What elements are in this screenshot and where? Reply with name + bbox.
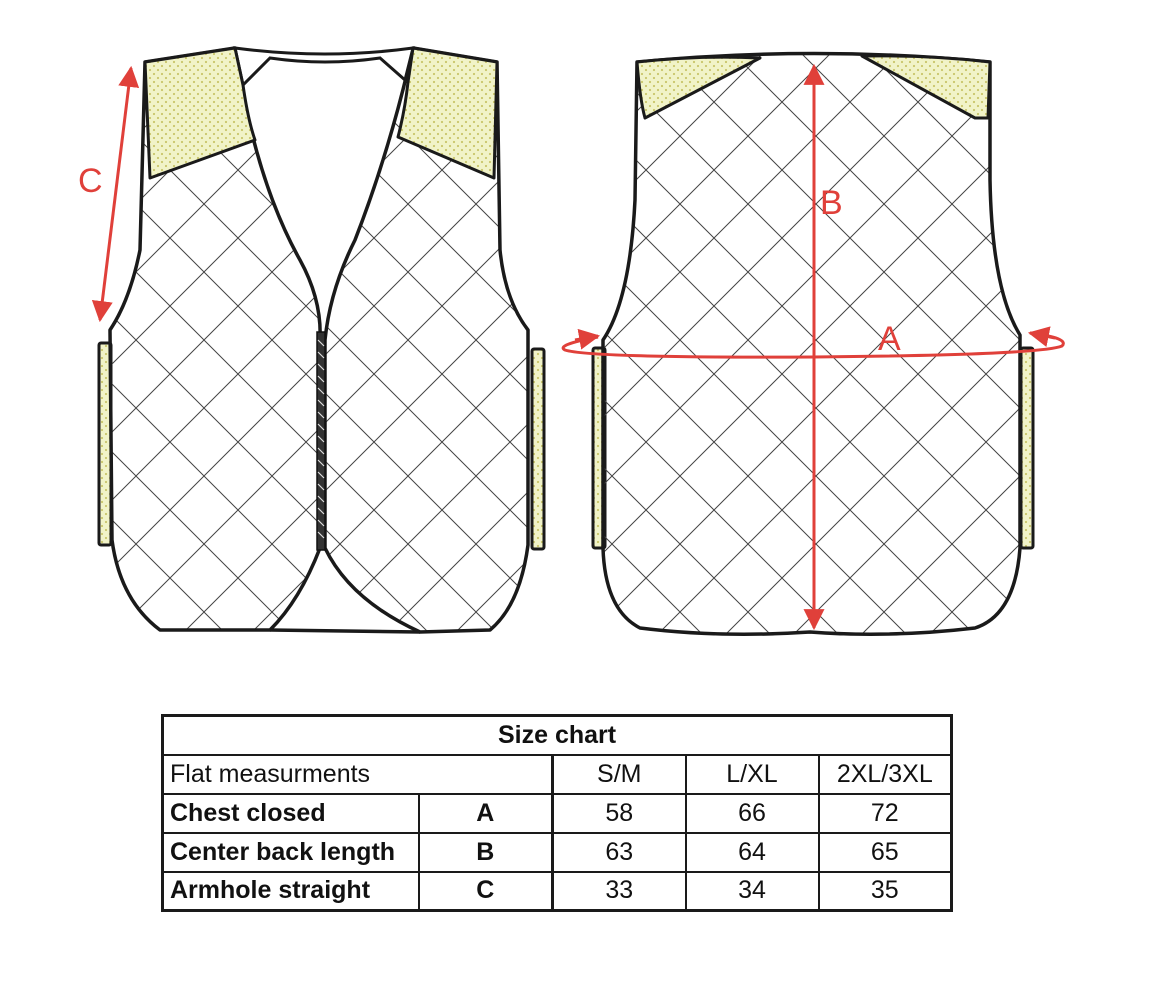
- size-header: S/M: [551, 753, 687, 795]
- label-a: A: [878, 320, 901, 358]
- measurement-name: Center back length: [161, 831, 420, 873]
- label-c: C: [78, 162, 103, 200]
- front-right-panel: [323, 46, 530, 634]
- table-row: Chest closed A 58 66 72: [161, 792, 954, 834]
- measure-armhole: C: [78, 65, 140, 323]
- measurement-value: 33: [551, 870, 687, 912]
- table-header-row: Flat measurments S/M L/XL 2XL/3XL: [161, 753, 954, 795]
- front-back-neck: [233, 46, 415, 89]
- back-left-yoke: [635, 55, 762, 120]
- measurement-value: 72: [817, 792, 954, 834]
- measurement-value: 34: [684, 870, 820, 912]
- table-row: Center back length B 63 64 65: [161, 831, 954, 873]
- front-left-shoulder-pad: [143, 46, 257, 180]
- measurement-value: 63: [551, 831, 687, 873]
- table-row: Armhole straight C 33 34 35: [161, 870, 954, 912]
- front-right-side-panel: [530, 347, 546, 551]
- measurement-value: 35: [817, 870, 954, 912]
- measurement-name: Armhole straight: [161, 870, 420, 912]
- measurement-code: C: [417, 870, 554, 912]
- measure-center-back: B: [803, 63, 843, 631]
- back-right-side-panel: [1019, 346, 1035, 550]
- flat-measurements-label: Flat measurments: [161, 753, 554, 795]
- vest-diagram: C B A: [78, 46, 1065, 636]
- measurement-code: A: [417, 792, 554, 834]
- size-header: 2XL/3XL: [817, 753, 954, 795]
- front-zipper: [316, 331, 326, 551]
- measurement-value: 66: [684, 792, 820, 834]
- back-right-yoke: [860, 54, 992, 120]
- measurement-name: Chest closed: [161, 792, 420, 834]
- label-b: B: [820, 184, 843, 222]
- measurement-value: 64: [684, 831, 820, 873]
- measurement-value: 65: [817, 831, 954, 873]
- front-left-panel: [108, 46, 322, 632]
- front-right-shoulder-pad: [396, 46, 499, 180]
- size-header: L/XL: [684, 753, 820, 795]
- measure-chest: A: [561, 320, 1065, 359]
- size-chart-table: Size chart Flat measurments S/M L/XL 2XL…: [160, 714, 954, 912]
- measurement-value: 58: [551, 792, 687, 834]
- size-chart-title: Size chart: [160, 714, 954, 756]
- vest-front: [97, 46, 546, 634]
- back-body: [601, 51, 1022, 636]
- measurement-code: B: [417, 831, 554, 873]
